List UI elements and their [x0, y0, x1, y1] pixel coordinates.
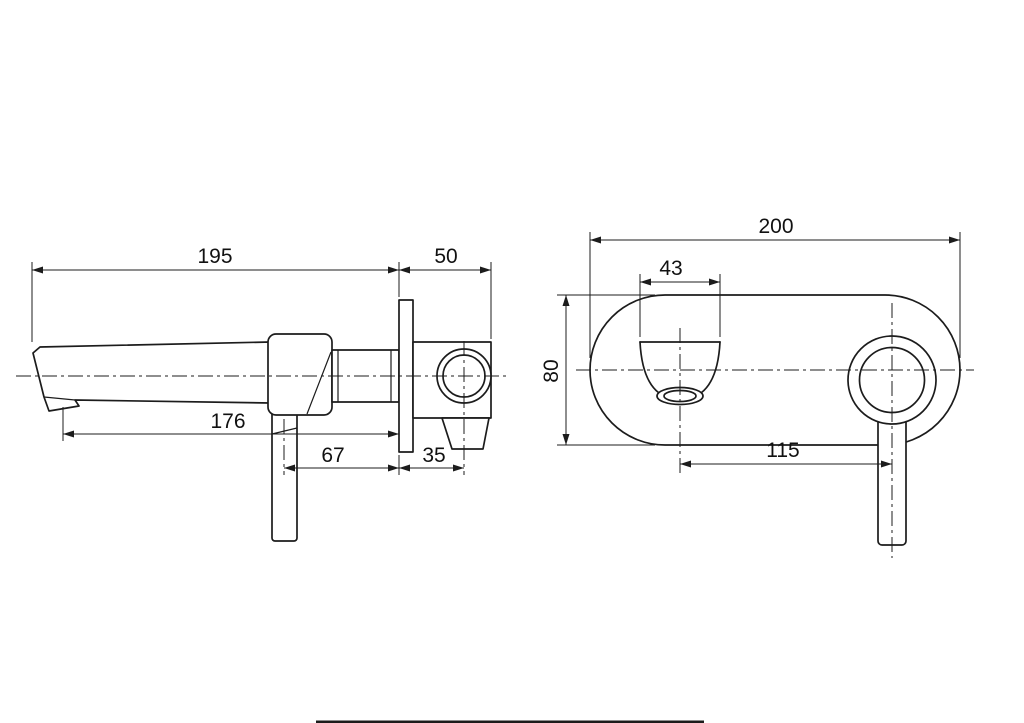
side-body-joint-line: [306, 351, 332, 415]
arrowhead: [63, 430, 74, 438]
dimension-80: 80: [540, 294, 655, 446]
dimension-35: 35: [399, 444, 464, 472]
arrowhead: [399, 464, 410, 472]
front-spout: [639, 341, 721, 406]
arrowhead: [562, 295, 570, 306]
arrowhead: [480, 266, 491, 274]
side-valve-lower-part: [441, 417, 490, 450]
front-view: [576, 294, 974, 558]
arrowhead: [949, 236, 960, 244]
front-view-dimensions: 200 43 80 115: [540, 215, 961, 468]
arrowhead: [388, 266, 399, 274]
arrowhead: [640, 278, 651, 286]
arrowhead: [32, 266, 43, 274]
dimension-176: 176: [62, 407, 399, 441]
front-spout-right-edge: [700, 341, 721, 394]
dimension-value: 50: [434, 245, 457, 268]
dimension-value: 176: [210, 410, 245, 433]
arrowhead: [590, 236, 601, 244]
dimension-67: 67: [284, 444, 400, 475]
dimension-value: 115: [766, 439, 799, 462]
dimension-value: 200: [758, 215, 793, 238]
dimension-200: 200: [589, 215, 961, 358]
side-view-dimensions: 195 50 176 67 35: [31, 245, 492, 475]
arrowhead: [388, 430, 399, 438]
front-spout-left-edge: [639, 341, 660, 394]
dimension-value: 35: [422, 444, 445, 467]
bottom-edge-mark: [316, 720, 704, 723]
dimension-43: 43: [639, 257, 721, 337]
dimension-value: 195: [197, 245, 232, 268]
arrowhead: [680, 460, 691, 468]
dimension-value: 67: [321, 444, 344, 467]
arrowhead: [562, 434, 570, 445]
arrowhead: [284, 464, 295, 472]
arrowhead: [399, 266, 410, 274]
dimension-195: 195: [31, 245, 400, 342]
side-view: [16, 299, 506, 542]
arrowhead: [881, 460, 892, 468]
arrowhead: [388, 464, 399, 472]
dimension-115: 115: [680, 439, 892, 468]
arrowhead: [709, 278, 720, 286]
side-spout-outlet-line: [43, 396, 76, 401]
dimension-value: 80: [540, 359, 563, 382]
dimension-value: 43: [659, 257, 682, 280]
dimension-50: 50: [399, 245, 492, 339]
arrowhead: [453, 464, 464, 472]
